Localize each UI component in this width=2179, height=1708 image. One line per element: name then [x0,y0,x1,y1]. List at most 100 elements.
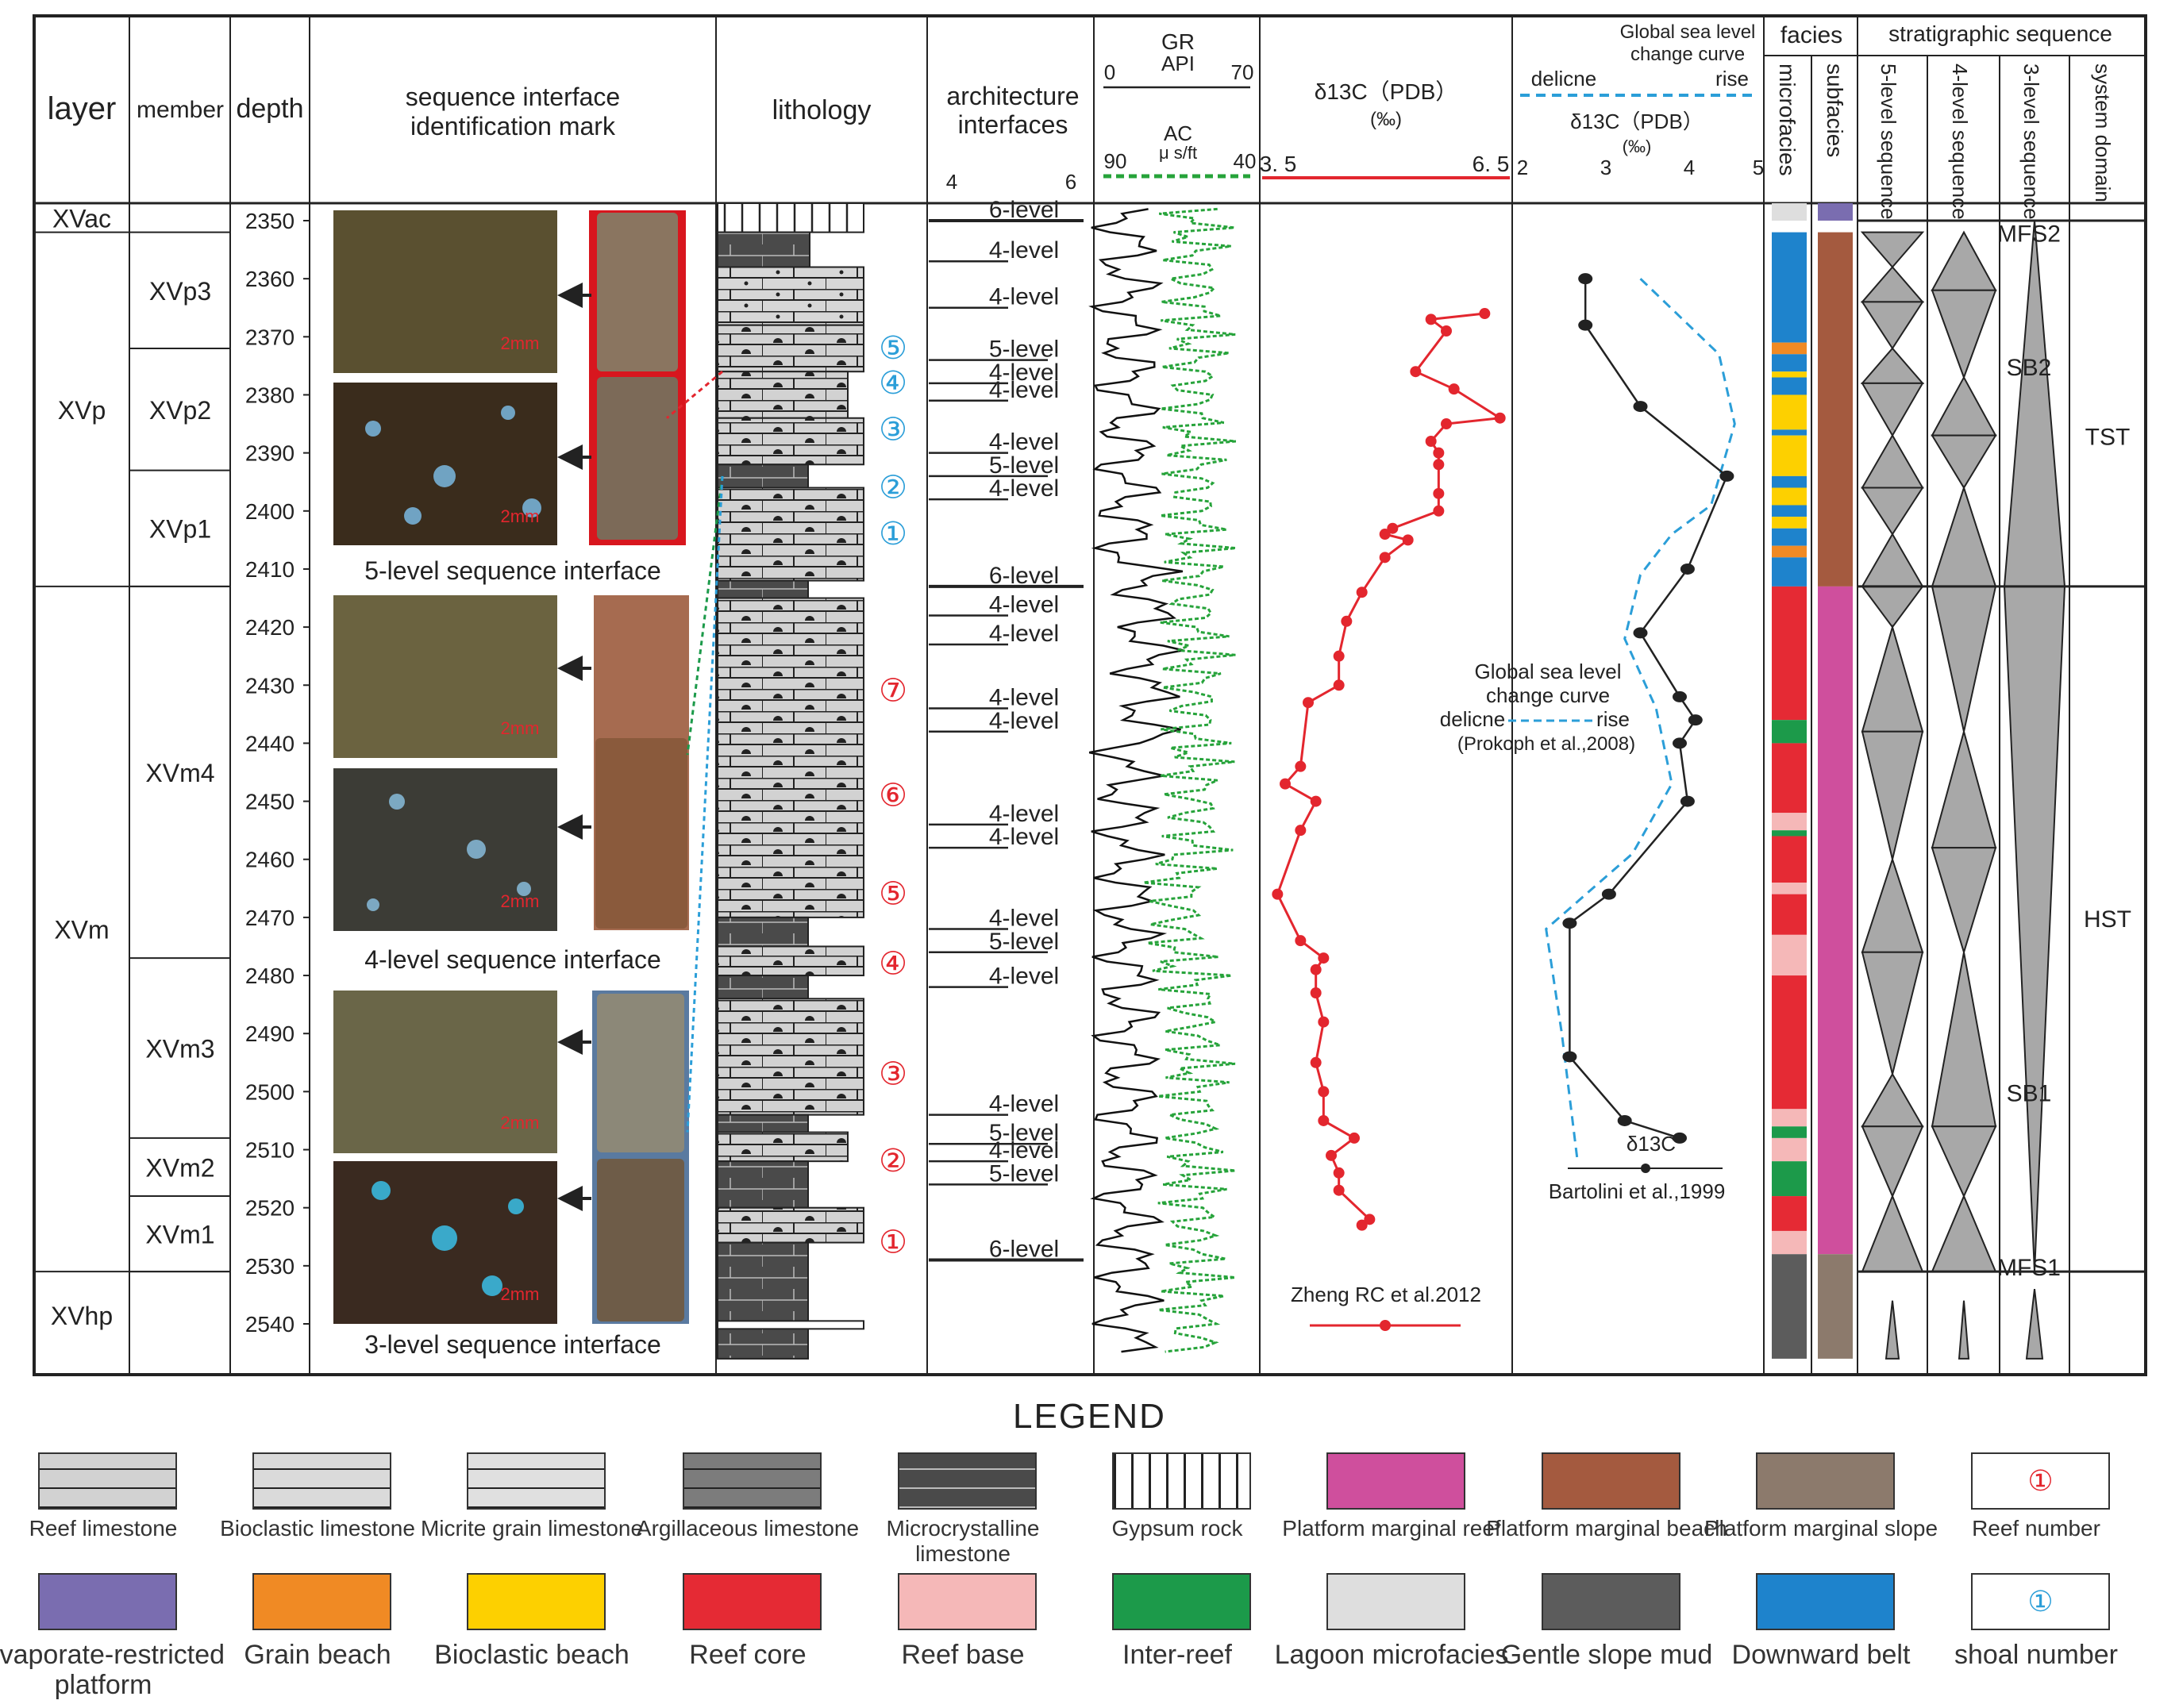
reef-number: ⑥ [879,778,907,813]
layer-name: XVac [52,204,111,233]
sequence-mark: MFS1 [1997,1255,2061,1281]
sequence-triangle [1931,1125,1997,1198]
microfacies-band [1772,813,1807,831]
legend-label: Bioclastic limestone [220,1516,415,1541]
gsl-d13c-point [1601,888,1616,900]
d13c-point [1333,679,1345,691]
interface-link-lines [666,371,724,1133]
sequence-triangle [1861,433,1924,489]
legend-swatch [683,1573,822,1630]
lithology-bed [717,579,809,599]
header-d13c-max: 6. 5 [1473,152,1510,176]
lithology-bed [717,464,809,489]
legend-swatch [1756,1452,1895,1510]
sequence-mark: MFS2 [1997,221,2061,248]
gsl-d13c-point [1617,1114,1632,1126]
legend-label: Reef base [901,1640,1025,1670]
legend-label: Reef core [689,1640,807,1670]
d13c-point [1425,436,1437,447]
scale-bar: 2mm [501,891,540,911]
architecture-interface-label: 4-level [989,824,1059,850]
architecture-interface-label: 4-level [989,1137,1059,1164]
header-layer: layer [48,91,117,126]
shoal-number: ③ [879,412,907,447]
legend-swatch: ① [1971,1452,2110,1510]
header-gsl-rise: rise [1715,67,1749,90]
header-arch-max: 6 [1065,170,1076,194]
gsl-axis-tick: 4 [1684,156,1695,179]
sequence-triangle [1861,1194,1924,1273]
system-domain-label: TST [2085,425,2131,451]
d13c-point [1318,1086,1330,1098]
legend-swatch [1112,1452,1251,1510]
microfacies-band [1772,1161,1807,1197]
depth-tick-label: 2500 [245,1079,295,1104]
gsl-d13c-point [1680,795,1695,807]
header-seq5: 5-level sequence [1877,63,1900,220]
d13c-point [1333,1167,1345,1179]
legend-swatch [467,1452,606,1510]
header-gr: GR [1161,29,1195,54]
member-name: XVp1 [149,515,211,544]
depth-tick-label: 2440 [245,731,295,756]
well-log-curves [1088,207,1237,1353]
microfacies-band [1772,371,1807,378]
legend-swatch [1326,1573,1465,1630]
legend-swatch: ① [1971,1573,2110,1630]
interface-caption: 5-level sequence interface [364,556,661,585]
d13c-point [1356,1219,1368,1231]
lithology-bed [717,487,864,582]
member-name: XVm1 [145,1221,214,1249]
depth-column: 2350236023702380239024002410242024302440… [245,209,310,1337]
gsl-annotation: (Prokoph et al.,2008) [1457,733,1635,755]
legend-swatch [1112,1573,1251,1630]
depth-tick-label: 2490 [245,1021,295,1046]
lithology-bed [717,1160,809,1209]
microfacies-band [1772,934,1807,976]
subfacies-band [1818,1254,1853,1359]
gsl-source: Bartolini et al.,1999 [1549,1179,1726,1203]
microfacies-band [1772,1230,1807,1255]
sequence-triangle [1861,624,1924,733]
gsl-annotation: change curve [1486,683,1610,707]
d13c-point [1433,505,1445,517]
gsl-d13c-point [1673,1132,1687,1144]
legend-swatch [1326,1452,1465,1510]
microfacies-band [1772,232,1807,343]
gsl-d13c-point [1578,273,1593,285]
lithology-bed [717,1241,809,1360]
reef-number-symbol: ① [2027,1464,2054,1497]
depth-tick-label: 2520 [245,1196,295,1221]
sequence-triangle [1931,585,1997,733]
microfacies-band [1772,557,1807,587]
header-ac-min: 90 [1104,149,1127,173]
d13c-point [1479,308,1491,320]
header-arch-2: interfaces [958,110,1068,139]
scale-bar: 2mm [501,333,540,353]
lithology-bed [717,597,864,918]
microfacies-band [1772,354,1807,372]
header-ac: AC [1164,121,1192,145]
architecture-interface-label: 4-level [989,906,1059,932]
sequence-triangle [1861,1072,1924,1128]
header-gsl-unit: (‰) [1623,137,1652,156]
header-subfacies: subfacies [1823,63,1847,157]
microfacies-band [1772,505,1807,517]
architecture-interface-label: 5-level [989,1160,1059,1187]
gsl-d13c-point [1673,691,1687,702]
sequence-triangle [2003,220,2066,587]
legend-label: Reef limestone [29,1516,178,1541]
lithology-bed [717,1206,864,1244]
gsl-bottom-label: δ13C [1627,1132,1676,1156]
member-name: XVp2 [149,396,211,425]
reef-number: ⑤ [879,877,907,912]
microfacies-band [1772,836,1807,883]
depth-tick-label: 2380 [245,383,295,407]
header-d13c-min: 3. 5 [1260,152,1297,176]
header-member: member [137,97,224,123]
sequence-triangle [1931,485,1997,587]
gsl-d13c-point [1680,563,1695,575]
